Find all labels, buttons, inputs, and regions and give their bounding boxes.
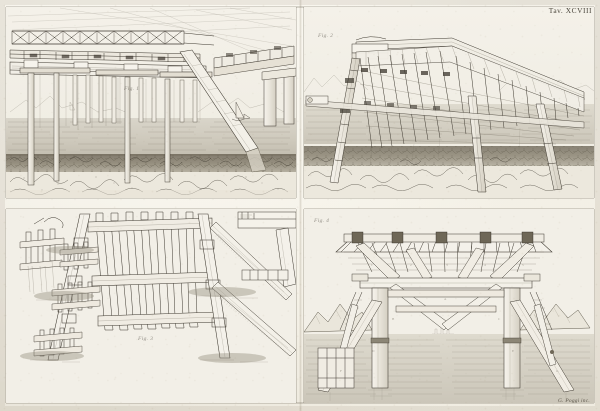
svg-text:F: F	[340, 369, 342, 373]
fig4-cap-beam	[351, 273, 541, 289]
fig2-deck-plane	[355, 45, 585, 113]
fig2-strap-blocks	[361, 68, 450, 110]
fig2-raking-piles	[329, 57, 563, 193]
right-deck-blocks	[226, 46, 281, 57]
riverbed-stipple	[23, 176, 279, 193]
figure-1-label: Fig. 1	[124, 86, 140, 92]
fig4-timber-raft	[317, 347, 355, 389]
fig2-boulders	[305, 157, 579, 191]
fig4-member-keys: 1 2 3 4 5 A B C D E F G	[340, 263, 559, 373]
svg-text:3: 3	[446, 263, 448, 267]
right-abutment	[261, 67, 296, 127]
figure-4-label: Fig. 4	[314, 218, 330, 224]
figure-3-label: Fig. 3	[138, 336, 154, 342]
fig3-ground-strokes	[30, 295, 268, 363]
right-deck-crossbeams	[221, 48, 283, 67]
stringer-dark-ticks	[29, 53, 166, 61]
plumb-cords	[77, 75, 121, 130]
deck-stringer-band	[9, 49, 201, 63]
right-span-deck	[213, 45, 295, 77]
fig4-cross-ties	[387, 289, 505, 313]
fig3-wale-beams	[87, 217, 219, 327]
fig3-strut-shading	[214, 232, 292, 358]
svg-text:A: A	[444, 297, 447, 301]
fig4-corner-braces	[355, 242, 535, 283]
svg-text:1: 1	[371, 263, 373, 267]
fig3-pile-grid-mid	[59, 241, 99, 271]
distant-sail-2	[69, 101, 76, 111]
ramp-rungs	[191, 63, 243, 127]
fig3-detail-bracket	[241, 269, 289, 281]
svg-text:2: 2	[410, 263, 412, 267]
figure-4-artwork: 1 2 3 4 5 A B C D E F G	[304, 209, 594, 403]
fig2-deck-planks	[365, 45, 581, 108]
figure-1-artwork	[6, 7, 296, 198]
figure-3-artwork	[6, 209, 296, 403]
svg-text:E: E	[512, 349, 514, 353]
figure-2-artwork	[304, 7, 594, 198]
svg-text:B: B	[392, 317, 395, 321]
fig3-detail-beam-notched	[237, 211, 296, 229]
fig3-ground-shading	[20, 246, 266, 363]
fig3-pile-grid-bottom	[33, 327, 83, 357]
fig2-reflections	[369, 127, 521, 167]
svg-text:C: C	[498, 317, 501, 321]
svg-text:5: 5	[522, 263, 524, 267]
fig4-pier-posts	[370, 287, 522, 389]
svg-text:D: D	[372, 349, 375, 353]
transverse-head-beams	[19, 67, 213, 78]
plate-number-label: Tav. XCVIII	[548, 6, 592, 15]
svg-text:4: 4	[484, 263, 486, 267]
water-ripples	[8, 121, 290, 151]
engraver-signature: G. Poggi inc.	[558, 398, 590, 404]
lattice-truss-parapet	[11, 30, 215, 46]
fig3-pile-grid-lower	[51, 281, 101, 313]
foreground-boulders	[9, 173, 289, 195]
fig4-deck-top-rail	[343, 231, 545, 244]
vertical-piles	[27, 72, 201, 186]
fig4-reflections	[329, 388, 567, 401]
svg-text:G: G	[556, 369, 559, 373]
fig2-shore-beam-head	[305, 95, 329, 105]
inclined-launching-ramp	[179, 49, 267, 173]
sailing-boat	[231, 101, 251, 121]
lattice-x-panels	[11, 30, 183, 45]
figure-2-label: Fig. 2	[318, 33, 334, 39]
fig4-iron-straps	[351, 231, 534, 244]
